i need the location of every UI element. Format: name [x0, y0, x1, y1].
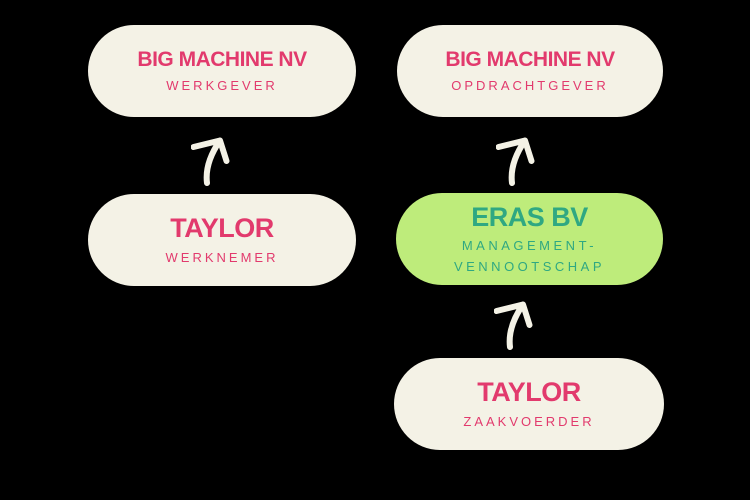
node-werkgever: BIG MACHINE NV WERKGEVER — [88, 25, 356, 117]
arrow-up-icon — [191, 137, 230, 186]
node-title: BIG MACHINE NV — [445, 48, 615, 72]
node-subtitle-line1: MANAGEMENT- — [461, 238, 598, 254]
node-subtitle: WERKGEVER — [166, 77, 278, 93]
node-werknemer: TAYLOR WERKNEMER — [88, 194, 356, 286]
node-opdrachtgever: BIG MACHINE NV OPDRACHTGEVER — [397, 25, 663, 117]
arrow-up-icon — [496, 137, 535, 186]
node-subtitle: OPDRACHTGEVER — [451, 77, 609, 93]
node-management-vennootschap: ERAS BV MANAGEMENT- VENNOOTSCHAP — [396, 193, 663, 285]
node-title: ERAS BV — [471, 201, 588, 232]
node-subtitle: WERKNEMER — [165, 249, 279, 265]
node-subtitle-line2: VENNOOTSCHAP — [453, 259, 606, 275]
node-zaakvoerder: TAYLOR ZAAKVOERDER — [394, 358, 664, 450]
arrow-up-icon — [494, 301, 533, 350]
node-title: BIG MACHINE NV — [137, 48, 307, 72]
node-title: TAYLOR — [477, 377, 581, 408]
node-title: TAYLOR — [170, 213, 274, 244]
node-subtitle: ZAAKVOERDER — [463, 413, 595, 429]
